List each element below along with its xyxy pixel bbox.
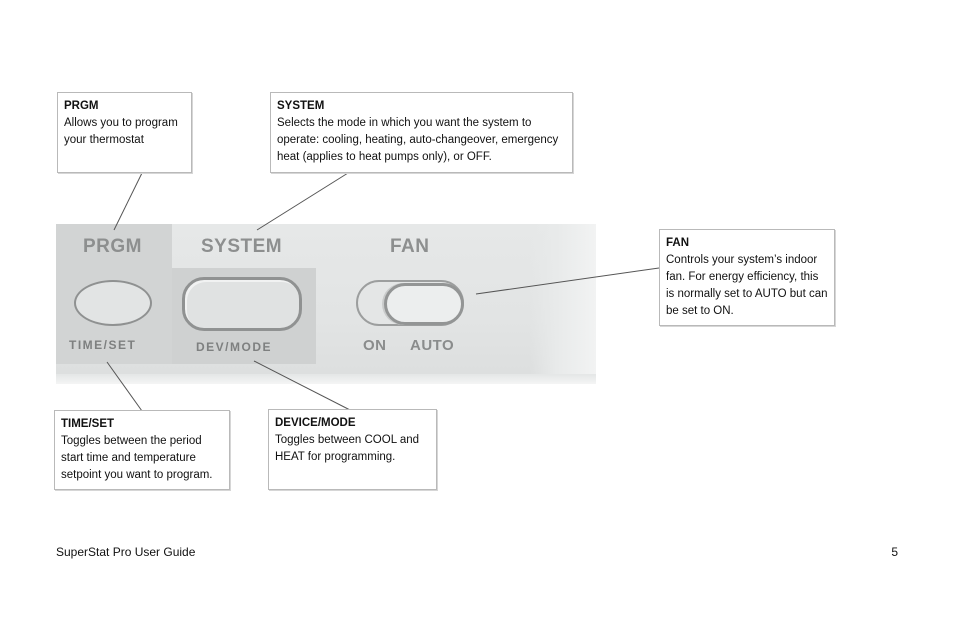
panel-auto-label: AUTO (410, 337, 455, 354)
timeset-callout-title: TIME/SET (61, 418, 115, 430)
panel-fan-label: FAN (390, 236, 430, 257)
time-set-button[interactable] (74, 280, 152, 326)
prgm-tab-background (56, 224, 172, 268)
prgm-callout-desc: Allows you to program your thermostat (64, 117, 178, 146)
panel-edge (530, 224, 596, 382)
system-callout: SYSTEM Selects the mode in which you wan… (270, 92, 573, 173)
devmode-callout-title: DEVICE/MODE (275, 417, 356, 429)
fan-callout-desc: Controls your system’s indoor fan. For e… (666, 254, 828, 317)
system-leader-line (256, 172, 349, 231)
fan-switch-knob[interactable] (384, 283, 464, 325)
devmode-callout-desc: Toggles between COOL and HEAT for progra… (275, 434, 420, 463)
system-callout-title: SYSTEM (277, 100, 325, 112)
timeset-callout-desc: Toggles between the period start time an… (61, 435, 213, 481)
panel-system-label: SYSTEM (201, 236, 283, 257)
panel-prgm-label: PRGM (83, 236, 142, 257)
panel-on-label: ON (363, 337, 387, 354)
prgm-callout-title: PRGM (64, 100, 99, 112)
page-number: 5 (891, 545, 898, 559)
panel-devmode-label: DEV/MODE (196, 340, 273, 354)
panel-bottom-edge (56, 374, 596, 384)
prgm-callout: PRGM Allows you to program your thermost… (57, 92, 192, 173)
system-callout-desc: Selects the mode in which you want the s… (277, 117, 559, 163)
dev-mode-button[interactable] (182, 277, 302, 331)
fan-leader-line (475, 267, 660, 295)
panel-timeset-label: TIME/SET (69, 338, 137, 352)
footer-guide-title: SuperStat Pro User Guide (56, 545, 196, 559)
devmode-leader-line (253, 360, 353, 412)
timeset-leader-line (106, 361, 143, 412)
fan-callout-title: FAN (666, 237, 689, 249)
prgm-leader-line (113, 172, 143, 231)
fan-callout: FAN Controls your system’s indoor fan. F… (659, 229, 835, 326)
devmode-callout: DEVICE/MODE Toggles between COOL and HEA… (268, 409, 437, 490)
timeset-callout: TIME/SET Toggles between the period star… (54, 410, 230, 490)
